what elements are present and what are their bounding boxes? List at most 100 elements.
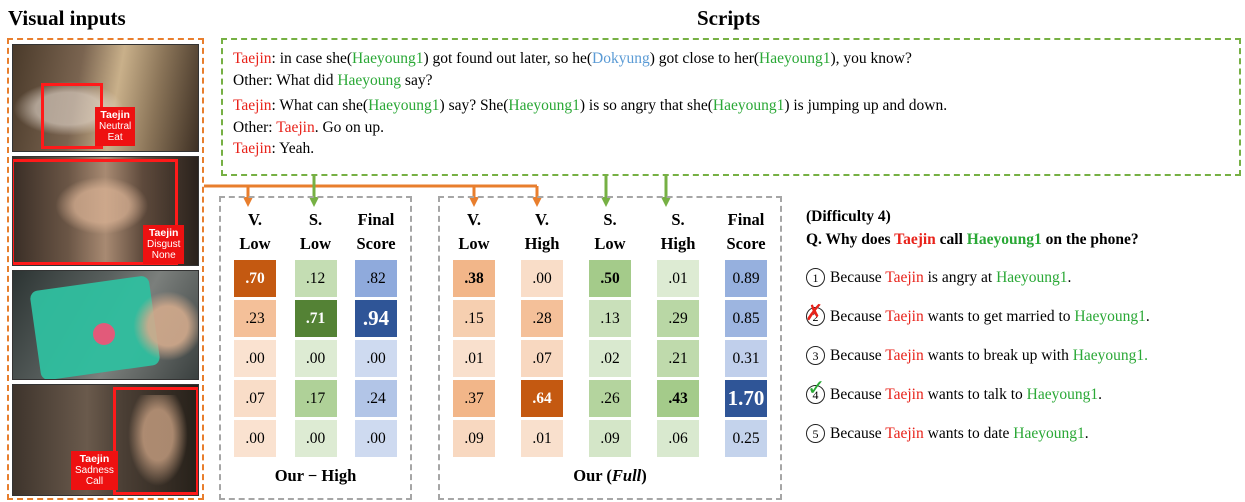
text-segment: Q. Why does xyxy=(806,231,895,248)
column-header-line1: V. xyxy=(248,210,262,229)
column-header-line1: S. xyxy=(308,210,323,229)
score-cell: .29 xyxy=(657,300,699,337)
text-segment: Because xyxy=(830,268,886,286)
score-cell: .01 xyxy=(521,420,563,457)
score-cell: .15 xyxy=(453,300,495,337)
score-cell: .00 xyxy=(355,340,397,377)
column-header-line1: S. xyxy=(671,210,685,229)
emotion-label: Taejin Disgust None xyxy=(143,225,185,264)
caption-emphasis: Full xyxy=(611,466,642,485)
option-number-text: 5 xyxy=(812,426,819,441)
entity-name: Dokyung xyxy=(592,50,650,67)
person-bbox xyxy=(41,83,103,149)
option-number-text: 1 xyxy=(812,270,819,285)
score-cell: .12 xyxy=(294,260,337,297)
score-cell: .00 xyxy=(234,420,276,457)
score-cell: .00 xyxy=(521,260,563,297)
column-header: V.Low xyxy=(224,208,286,256)
text-segment: ) say? She( xyxy=(439,97,509,114)
caption-text: ) xyxy=(641,466,647,485)
column-header-line1: V. xyxy=(535,210,549,229)
score-cell: .02 xyxy=(589,340,631,377)
text-segment: . xyxy=(1067,268,1072,286)
score-cell: 0.31 xyxy=(725,340,767,377)
text-segment: is angry at xyxy=(923,268,997,286)
answer-option: 2✗Because Taejin wants to get married to… xyxy=(805,303,1150,326)
column-header-line2: Low xyxy=(594,234,626,253)
option-number: 4✓ xyxy=(806,378,825,404)
text-segment: wants to break up with xyxy=(923,346,1073,364)
answer-text: Because Taejin wants to talk to Haeyoung… xyxy=(830,386,1102,404)
text-segment: Because xyxy=(830,346,886,364)
visual-inputs-panel: Taejin Neutral Eat Taejin Disgust None T… xyxy=(7,38,204,500)
column-header-line2: High xyxy=(524,234,560,253)
script-line: Taejin: What can she(Haeyoung1) say? She… xyxy=(233,95,1229,117)
video-frame-4: Taejin Sadness Call xyxy=(12,384,199,496)
answer-option: 1 Because Taejin is angry at Haeyoung1. xyxy=(806,268,1071,287)
text-segment: Because xyxy=(830,424,886,442)
text-segment: : Yeah. xyxy=(271,140,315,157)
score-cell: .00 xyxy=(234,340,276,377)
score-cell: 0.85 xyxy=(725,300,767,337)
score-cell: .50 xyxy=(589,260,631,297)
answer-text: Because Taejin is angry at Haeyoung1. xyxy=(830,269,1071,287)
score-cell: .23 xyxy=(234,300,276,337)
option-number: 5 xyxy=(806,424,825,443)
entity-name: Taejin xyxy=(276,118,315,136)
entity-name: Taejin xyxy=(885,307,924,325)
score-cell: .09 xyxy=(453,420,495,457)
text-segment: Other: What did xyxy=(233,71,338,89)
entity-name: Haeyoung1 xyxy=(759,50,831,67)
score-cell: .00 xyxy=(294,420,337,457)
text-segment: Other: xyxy=(233,118,277,136)
option-number-text: 3 xyxy=(812,348,819,363)
text-segment: . xyxy=(1098,385,1102,403)
score-cell: .37 xyxy=(453,380,495,417)
visual-inputs-heading: Visual inputs xyxy=(8,6,126,30)
score-cell: .28 xyxy=(521,300,563,337)
entity-name: Haeyoung1 xyxy=(352,50,424,67)
text-segment: ) got close to her( xyxy=(649,50,760,67)
score-cell: .01 xyxy=(453,340,495,377)
entity-name: Haeyoung1 xyxy=(508,97,580,114)
score-cell: .01 xyxy=(657,260,699,297)
column-header-line2: Low xyxy=(299,234,332,253)
score-cell: .00 xyxy=(355,420,397,457)
score-cell: .82 xyxy=(355,260,397,297)
entity-name: Taejin xyxy=(885,346,924,364)
entity-name: Taejin xyxy=(885,385,924,403)
text-segment: ) is so angry that she( xyxy=(579,97,713,114)
score-cell: .64 xyxy=(521,380,563,417)
scripts-panel: Taejin: in case she(Haeyoung1) got found… xyxy=(221,38,1241,176)
script-line: Other: What did Haeyoung say? xyxy=(233,70,1229,92)
video-frame-1: Taejin Neutral Eat xyxy=(12,44,199,152)
option-number-text: 4 xyxy=(812,387,819,402)
column-header-line1: V. xyxy=(467,210,481,229)
column-header: S. High xyxy=(647,208,709,256)
text-segment: : in case she( xyxy=(271,50,352,67)
answer-option: 5 Because Taejin wants to date Haeyoung1. xyxy=(806,424,1089,443)
score-cell: 0.25 xyxy=(725,420,767,457)
score-cell: .43 xyxy=(657,380,699,417)
column-header: V.Low xyxy=(443,208,505,256)
option-number: 3 xyxy=(806,346,825,365)
text-segment: . Go on up. xyxy=(314,118,385,136)
column-header-line2: Score xyxy=(726,234,766,253)
video-frame-2: Taejin Disgust None xyxy=(12,156,199,266)
entity-name: Haeyoung1 xyxy=(1013,424,1085,442)
person-bbox xyxy=(13,159,178,265)
entity-name: Haeyoung1 xyxy=(368,97,440,114)
text-segment: on the phone? xyxy=(1041,231,1139,248)
column-header-line2: High xyxy=(660,234,696,253)
emotion-label: Taejin Neutral Eat xyxy=(95,107,136,146)
text-segment: wants to date xyxy=(923,424,1014,442)
score-cell: .17 xyxy=(294,380,337,417)
entity-name: Taejin xyxy=(233,97,272,114)
answer-text: Because Taejin wants to date Haeyoung1. xyxy=(830,425,1089,443)
column-header: S. Low xyxy=(285,208,347,256)
text-segment: wants to talk to xyxy=(923,385,1027,403)
text-segment: wants to get married to xyxy=(923,307,1075,325)
